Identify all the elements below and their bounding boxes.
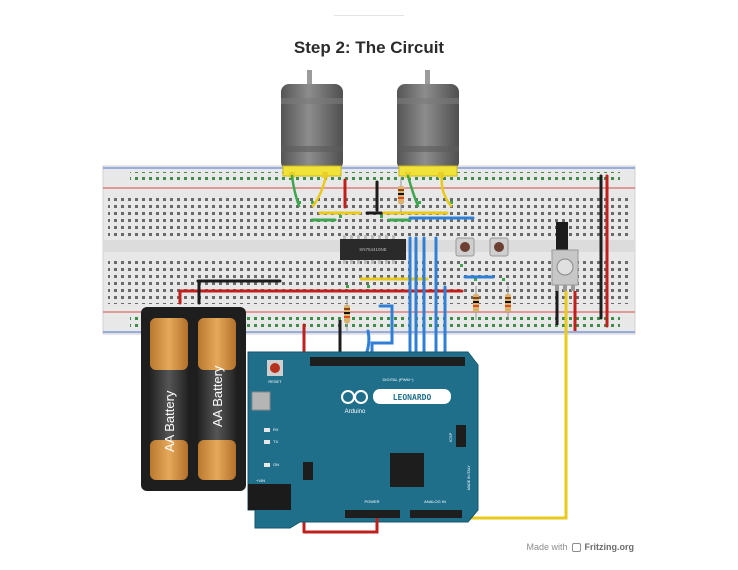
rx-label: RX xyxy=(273,427,279,432)
made-in-label: MADE IN ITALY xyxy=(467,465,471,490)
fritzing-logo-icon xyxy=(571,542,581,552)
leonardo-logo: LEONARDO xyxy=(393,393,432,402)
microcontroller-chip xyxy=(390,453,424,487)
top-divider xyxy=(334,15,404,16)
bottom-rail-holes xyxy=(130,315,620,329)
motor-right xyxy=(397,70,459,178)
battery-pack: AA Battery AA Battery xyxy=(141,307,246,491)
motor-leads xyxy=(290,174,453,208)
potentiometer xyxy=(551,222,579,291)
icsp-label: ICSP xyxy=(448,432,453,442)
made-with-text: Made with xyxy=(526,542,568,552)
motor-left xyxy=(281,70,343,178)
usb-port xyxy=(251,391,271,411)
arduino-board: RESET Arduino LEONARDO DIGITAL (PWM~) PO… xyxy=(247,351,479,529)
motor-driver-chip: SN754410NE xyxy=(340,235,406,264)
arduino-brand: Arduino xyxy=(345,409,366,415)
blue-signal-wires xyxy=(362,236,447,361)
battery-label-1: AA Battery xyxy=(162,390,177,452)
on-label: ON xyxy=(273,462,279,467)
terminal-strip-top xyxy=(108,194,630,236)
top-rail-holes xyxy=(130,172,620,184)
arduino-logo xyxy=(341,390,368,404)
fritzing-brand-link[interactable]: Fritzing.org xyxy=(584,542,635,552)
power-label: POWER xyxy=(364,499,379,504)
terminal-strip-bottom xyxy=(108,258,630,304)
vin-label: +VIN xyxy=(256,478,265,483)
icsp-header xyxy=(456,425,466,447)
battery-label-2: AA Battery xyxy=(210,365,225,427)
resistor-top xyxy=(398,178,404,212)
analog-header xyxy=(410,510,462,518)
tx-label: TX xyxy=(273,439,278,444)
reset-label: RESET xyxy=(268,379,282,384)
page-title: Step 2: The Circuit xyxy=(293,38,445,57)
digital-header xyxy=(310,357,465,366)
resistor-left xyxy=(344,297,350,331)
power-jack xyxy=(248,484,291,510)
reset-button xyxy=(270,363,280,373)
digital-label: DIGITAL (PWM~) xyxy=(383,377,415,382)
resistor-right-1 xyxy=(473,286,479,320)
resistors xyxy=(344,178,511,331)
push-button-2 xyxy=(489,237,509,257)
push-button-1 xyxy=(455,237,475,257)
chip-label: SN754410NE xyxy=(359,247,387,252)
pot-signal-wire xyxy=(460,291,568,520)
resistor-right-2 xyxy=(505,286,511,320)
power-wire xyxy=(304,518,379,534)
power-header xyxy=(345,510,400,518)
analog-label: ANALOG IN xyxy=(424,499,446,504)
footer-credit: Made with Fritzing.org xyxy=(526,542,634,552)
